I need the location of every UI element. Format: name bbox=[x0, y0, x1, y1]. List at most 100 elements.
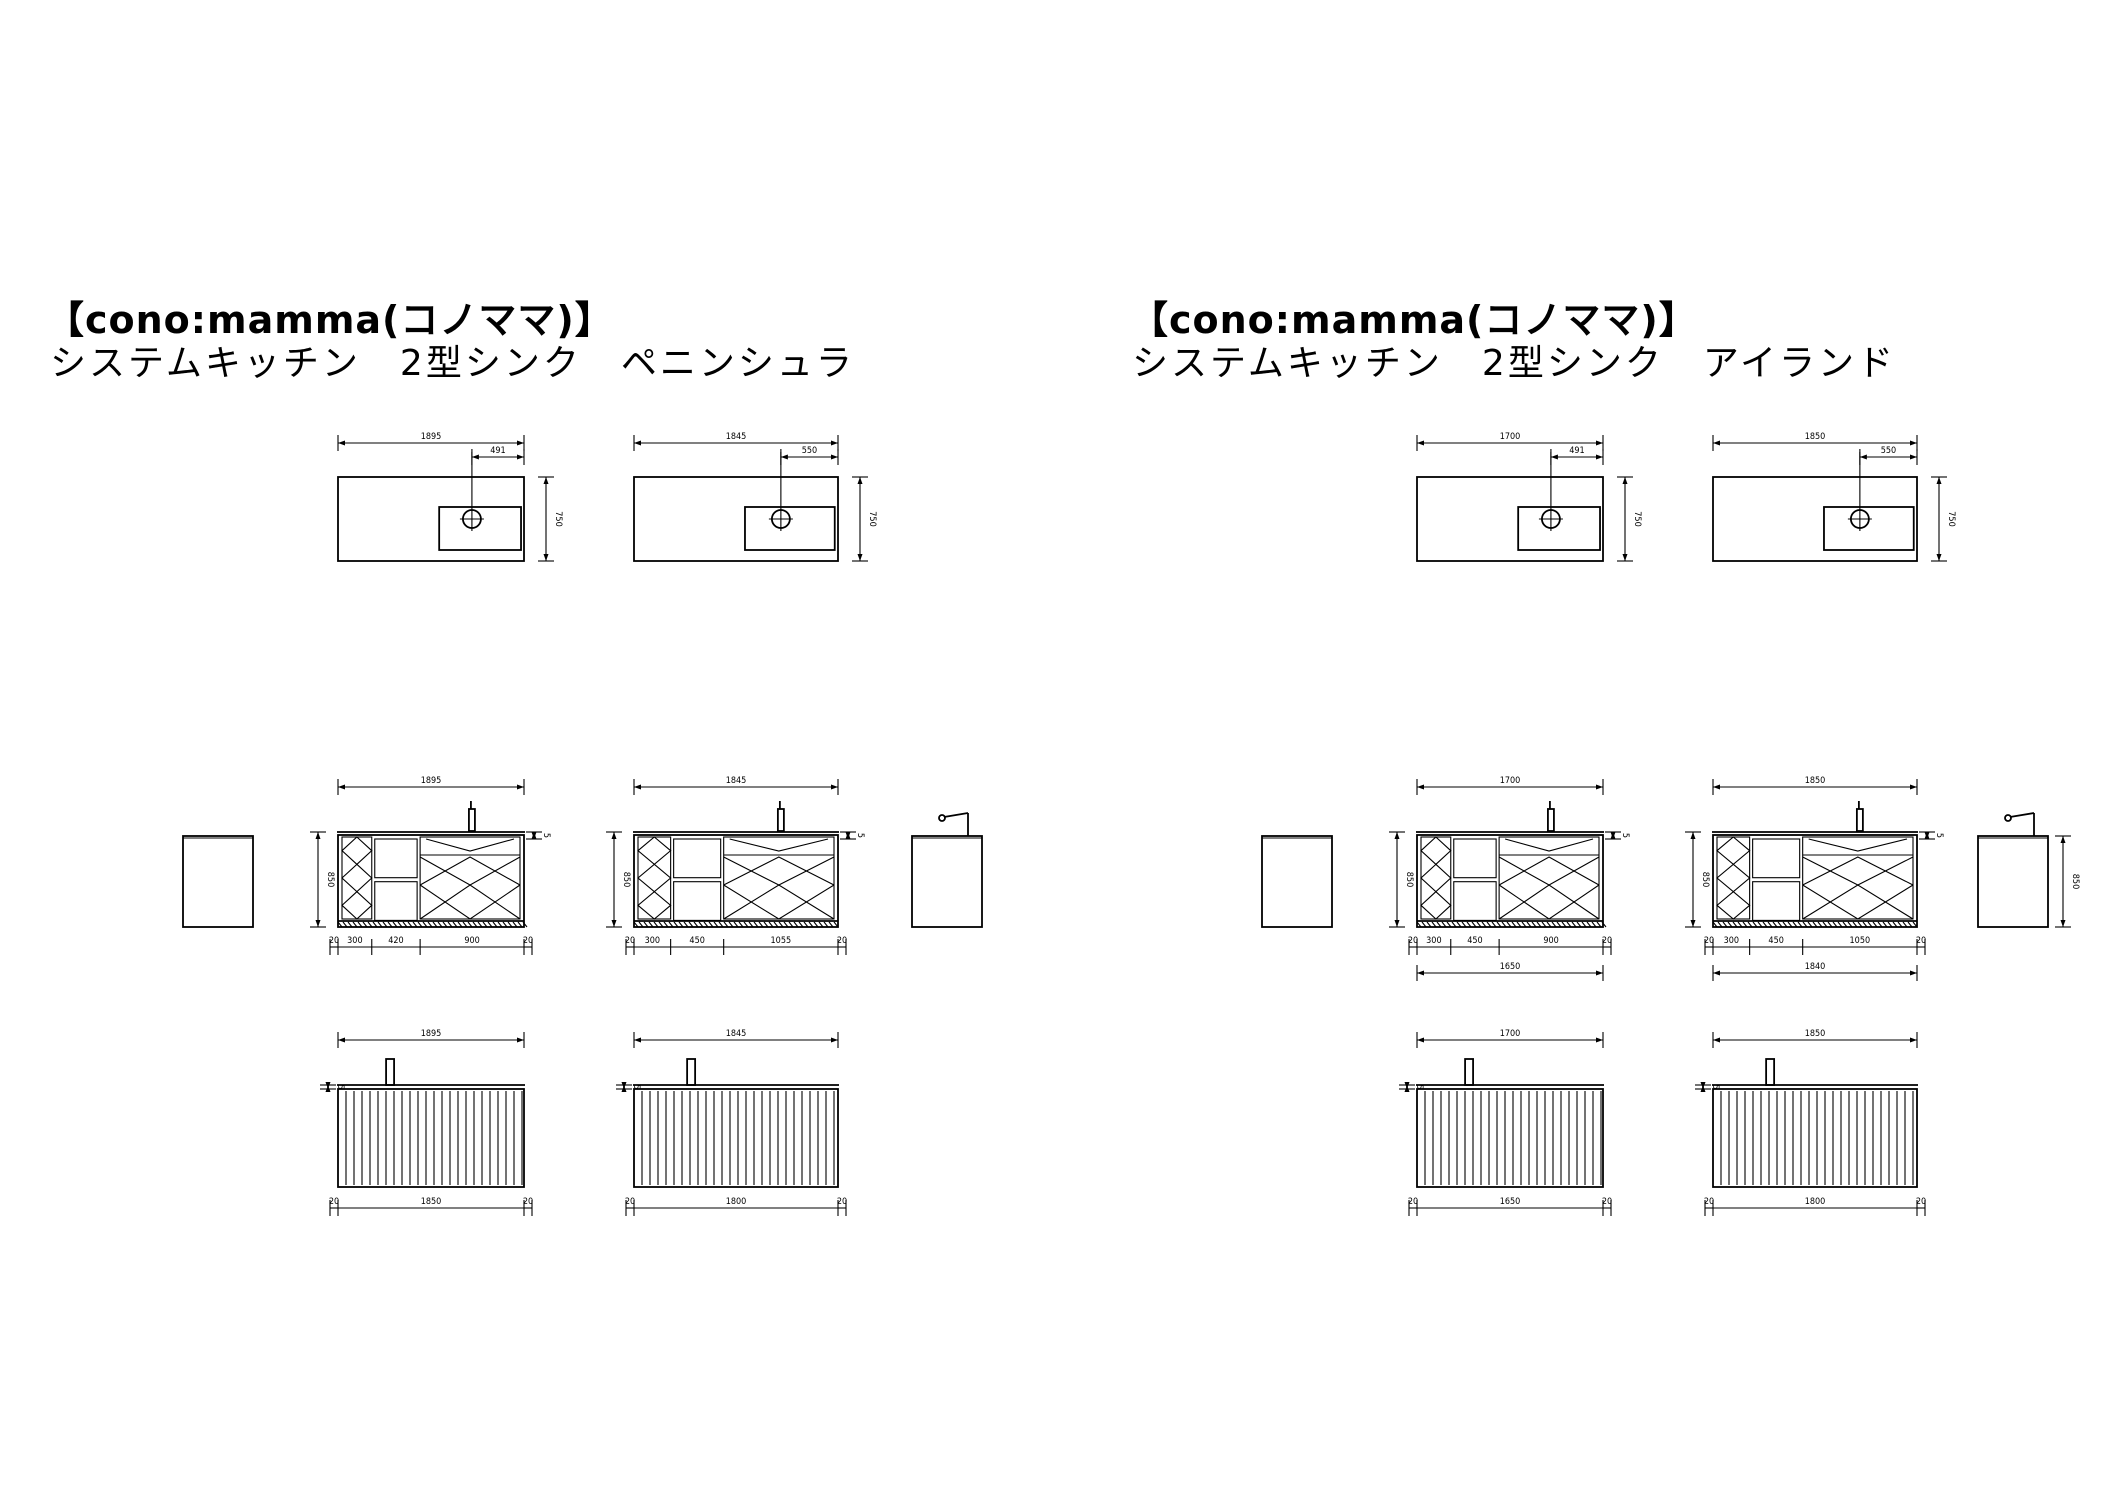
dimension-label: 20 bbox=[329, 1197, 339, 1207]
plinth-hatch bbox=[447, 921, 453, 928]
plinth-hatch bbox=[1897, 921, 1903, 928]
plinth-hatch bbox=[467, 921, 473, 928]
arrow-head bbox=[315, 920, 321, 927]
plinth-hatch bbox=[377, 921, 383, 928]
sink-bowl bbox=[744, 506, 836, 551]
arrow-head bbox=[1910, 970, 1917, 976]
plinth-hatch bbox=[382, 921, 388, 928]
dimension-label: 900 bbox=[464, 936, 479, 946]
plinth-hatch bbox=[1737, 921, 1743, 928]
plinth-hatch bbox=[1727, 921, 1733, 928]
dimension-label: 450 bbox=[1467, 936, 1482, 946]
arrow-head bbox=[1596, 784, 1603, 790]
plinth-hatch bbox=[1421, 921, 1427, 928]
faucet-head bbox=[2004, 814, 2012, 822]
faucet-spout bbox=[943, 812, 969, 818]
plinth-hatch bbox=[648, 921, 654, 928]
dimension-label: 1050 bbox=[1850, 936, 1871, 946]
faucet-body bbox=[1855, 808, 1864, 832]
arrow-head bbox=[1713, 1037, 1720, 1043]
drawer-front bbox=[1453, 881, 1497, 921]
plinth-hatch bbox=[1446, 921, 1452, 928]
plinth-hatch bbox=[1576, 921, 1582, 928]
faucet-body bbox=[468, 808, 476, 832]
diamond-pattern bbox=[723, 884, 835, 920]
countertop-outline bbox=[1712, 476, 1918, 562]
side-panel bbox=[1261, 835, 1333, 928]
drawer-front bbox=[673, 881, 722, 921]
arrow-head bbox=[1394, 832, 1400, 839]
plinth-hatch bbox=[1581, 921, 1587, 928]
plinth-hatch bbox=[492, 921, 498, 928]
plinth-hatch bbox=[1722, 921, 1728, 928]
plinth-hatch bbox=[457, 921, 463, 928]
plinth-hatch bbox=[1531, 921, 1537, 928]
plinth-hatch bbox=[1892, 921, 1898, 928]
faucet-body bbox=[1765, 1058, 1776, 1086]
arrow-head bbox=[1910, 1037, 1917, 1043]
arrow-head bbox=[315, 832, 321, 839]
arrow-head bbox=[338, 1037, 345, 1043]
plinth-hatch bbox=[743, 921, 749, 928]
cabinet-door bbox=[341, 836, 373, 920]
sink-cabinet-door bbox=[1498, 836, 1600, 920]
dimension-label: 20 bbox=[1916, 936, 1926, 946]
sink-outline bbox=[1808, 838, 1908, 852]
plinth-hatch bbox=[337, 921, 343, 928]
plinth-hatch bbox=[1852, 921, 1858, 928]
plinth-hatch bbox=[352, 921, 358, 928]
arrow-head bbox=[845, 832, 851, 839]
plinth-hatch bbox=[1857, 921, 1863, 928]
dimension-label: 450 bbox=[1768, 936, 1783, 946]
plinth-hatch bbox=[1561, 921, 1567, 928]
diamond-pattern bbox=[723, 884, 835, 920]
open-shelf bbox=[1453, 838, 1497, 879]
plinth-hatch bbox=[683, 921, 689, 928]
side-panel bbox=[182, 835, 254, 928]
plinth-hatch bbox=[713, 921, 719, 928]
plinth-hatch bbox=[688, 921, 694, 928]
dimension-label: 20 bbox=[1602, 1197, 1612, 1207]
arrow-head bbox=[1713, 440, 1720, 446]
diamond-pattern bbox=[1420, 890, 1452, 920]
faucet-head bbox=[938, 814, 946, 822]
diamond-pattern bbox=[1802, 884, 1914, 920]
dimension-label: 750 bbox=[1632, 511, 1642, 526]
arrow-head bbox=[1936, 477, 1942, 484]
dimension-label: 1650 bbox=[1500, 1197, 1521, 1207]
plinth-hatch bbox=[462, 921, 468, 928]
plinth-hatch bbox=[1772, 921, 1778, 928]
diamond-pattern bbox=[341, 836, 373, 866]
arrow-head bbox=[1417, 970, 1424, 976]
plinth-hatch bbox=[1907, 921, 1913, 928]
plinth-hatch bbox=[1842, 921, 1848, 928]
plinth-hatch bbox=[808, 921, 814, 928]
plinth-hatch bbox=[1797, 921, 1803, 928]
plinth-hatch bbox=[1596, 921, 1602, 928]
sink-outline bbox=[1504, 838, 1594, 852]
dimension-label: 20 bbox=[523, 1197, 533, 1207]
plinth-hatch bbox=[1461, 921, 1467, 928]
arrow-head bbox=[517, 454, 524, 460]
dimension-label: 1650 bbox=[1500, 962, 1521, 972]
dimension-label: 550 bbox=[1881, 446, 1896, 456]
open-shelf bbox=[673, 838, 722, 879]
arrow-head bbox=[831, 454, 838, 460]
diamond-pattern bbox=[637, 836, 672, 866]
dimension-label: 850 bbox=[325, 872, 335, 887]
plinth-hatch bbox=[472, 921, 478, 928]
sink-cabinet-door bbox=[1802, 836, 1914, 920]
plinth-hatch bbox=[387, 921, 393, 928]
plinth-hatch bbox=[728, 921, 734, 928]
plinth-hatch bbox=[1837, 921, 1843, 928]
diamond-pattern bbox=[1420, 863, 1452, 893]
plinth-hatch bbox=[347, 921, 353, 928]
plinth-hatch bbox=[437, 921, 443, 928]
arrow-head bbox=[1596, 440, 1603, 446]
arrow-head bbox=[634, 440, 641, 446]
dimension-label: 1700 bbox=[1500, 776, 1521, 786]
plinth-hatch bbox=[367, 921, 373, 928]
